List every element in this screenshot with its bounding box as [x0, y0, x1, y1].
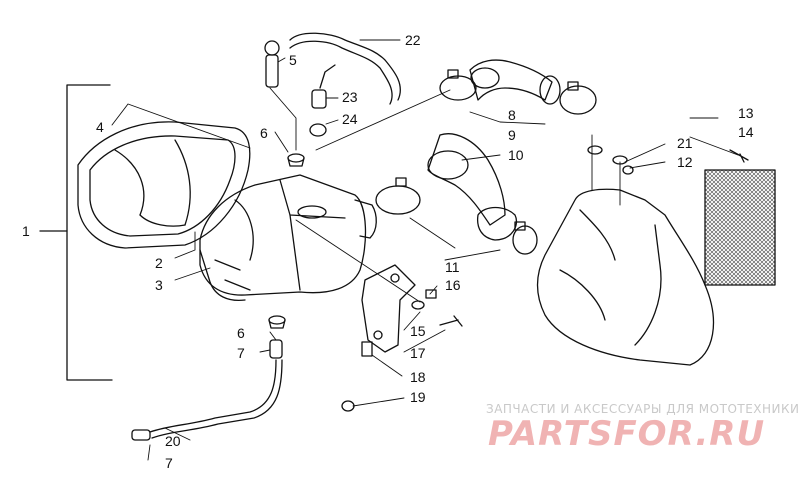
- callout-7-upper: 7: [237, 345, 245, 361]
- drain-fitting: [269, 339, 283, 359]
- callout-24: 24: [342, 111, 358, 127]
- callout-21: 21: [677, 135, 693, 151]
- silencer-housing: [536, 188, 715, 366]
- watermark-caption: ЗАПЧАСТИ И АКСЕССУАРЫ ДЛЯ МОТОТЕХНИКИ: [486, 402, 800, 416]
- drain-end-fitting: [131, 429, 151, 441]
- drain-hose-edge: [151, 359, 283, 439]
- grommet-lower: [268, 315, 286, 329]
- washer: [411, 300, 425, 310]
- callout-6-lower: 6: [237, 325, 245, 341]
- callout-14: 14: [738, 124, 754, 140]
- group-bracket: [66, 84, 113, 381]
- callout-23: 23: [342, 89, 358, 105]
- callout-8: 8: [508, 107, 516, 123]
- callout-2: 2: [155, 255, 163, 271]
- callout-9: 9: [508, 127, 516, 143]
- callout-16: 16: [445, 277, 461, 293]
- nut: [425, 289, 437, 299]
- temp-sensor: [309, 64, 336, 137]
- callout-18: 18: [410, 369, 426, 385]
- spacer: [361, 341, 373, 357]
- callout-3: 3: [155, 277, 163, 293]
- callout-17: 17: [410, 345, 426, 361]
- callout-10: 10: [508, 147, 524, 163]
- callout-5: 5: [289, 52, 297, 68]
- grommet-upper: [287, 153, 305, 167]
- breather-fitting: [264, 40, 280, 88]
- clamp-upper-left: [439, 69, 477, 101]
- lock-nut: [341, 400, 355, 412]
- callout-19: 19: [410, 389, 426, 405]
- breather-hose-edge: [289, 40, 393, 105]
- mounting-bracket: [361, 264, 416, 353]
- callout-20: 20: [165, 433, 181, 449]
- leader-lines: [111, 39, 739, 461]
- grommet-right-a: [587, 145, 603, 155]
- callout-13: 13: [738, 105, 754, 121]
- drain-hose: [149, 359, 277, 433]
- callout-11: 11: [445, 259, 460, 275]
- grommet-right-c: [622, 165, 634, 175]
- intake-duct: [427, 133, 518, 241]
- callout-labels: 1 2 3 4 5 6 6 7 7 8 9 10 11 12 13 14 15 …: [22, 32, 754, 471]
- callout-12: 12: [677, 154, 693, 170]
- intake-screen: [704, 149, 776, 286]
- elbow-boot: [469, 59, 561, 105]
- clamp-upper-right: [559, 81, 597, 115]
- callout-6-upper: 6: [260, 125, 268, 141]
- callout-15: 15: [410, 323, 426, 339]
- callout-1: 1: [22, 223, 30, 239]
- callout-22: 22: [405, 32, 421, 48]
- clamp-mid-right: [512, 221, 538, 255]
- callout-4: 4: [96, 119, 104, 135]
- watermark-logo: PARTSFOR.RU: [488, 414, 766, 454]
- callout-7-lower: 7: [165, 455, 173, 471]
- airbox-cover: [77, 121, 251, 249]
- airbox-main: [199, 174, 377, 302]
- clamp-mid-left: [375, 177, 421, 215]
- breather-hose: [289, 32, 401, 101]
- bolt: [439, 315, 463, 327]
